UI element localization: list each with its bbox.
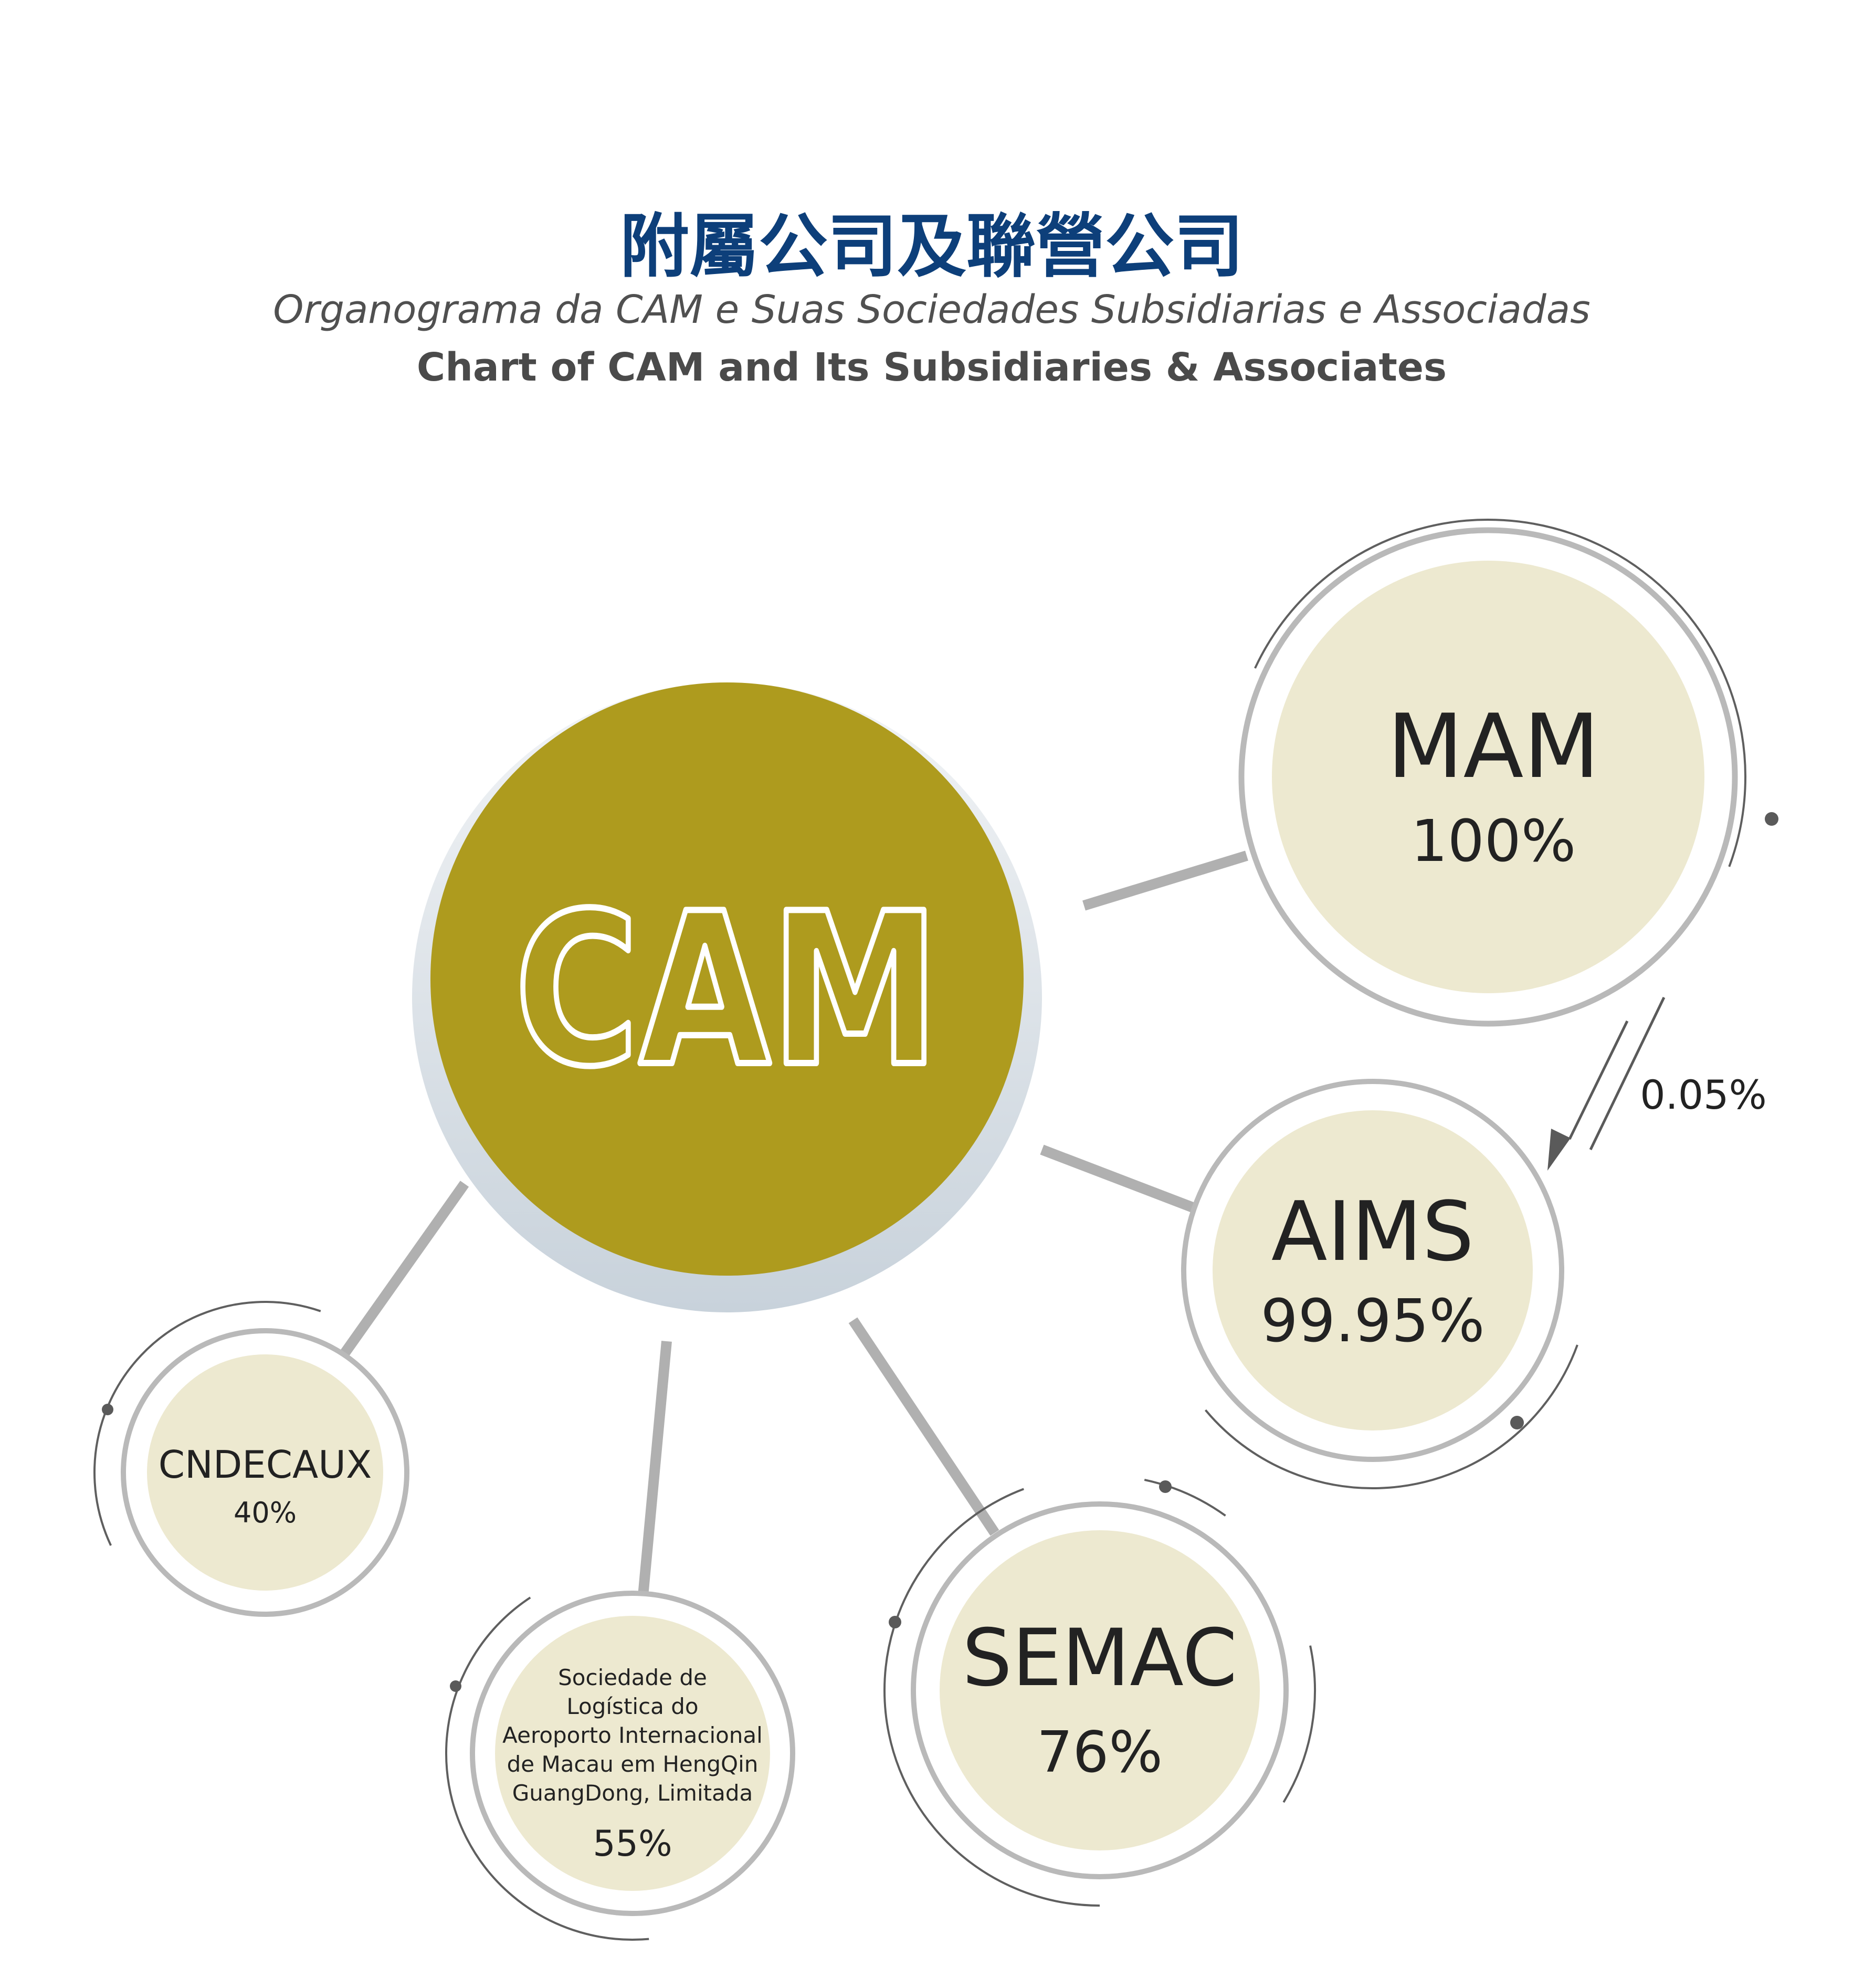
- node-mam: MAM 100%: [1230, 519, 1778, 1035]
- edge-label-mam-aims: 0.05%: [1640, 1071, 1766, 1118]
- node-semac: SEMAC 76%: [883, 1474, 1316, 1907]
- node-hengqin-percent: 55%: [593, 1823, 672, 1865]
- title-zh: 附屬公司及聯營公司: [620, 206, 1244, 287]
- node-cam: CAM: [412, 682, 1042, 1312]
- node-hengqin-name-line-3: Aeroporto Internacional: [502, 1722, 763, 1748]
- title-en: Chart of CAM and Its Subsidiaries & Asso…: [417, 345, 1447, 390]
- edge-cam-cndecaux: [339, 1181, 469, 1358]
- edge-cam-mam: [1082, 850, 1248, 911]
- node-hengqin-name-line-1: Sociedade de: [558, 1665, 707, 1690]
- node-aims-name: AIMS: [1271, 1184, 1474, 1279]
- edge-mam-aims: 0.05%: [1547, 996, 1767, 1171]
- node-mam-percent: 100%: [1411, 807, 1576, 875]
- arrowhead-icon: [1547, 1129, 1571, 1171]
- title-pt: Organograma da CAM e Suas Sociedades Sub…: [273, 287, 1590, 332]
- node-aims-percent: 99.95%: [1260, 1287, 1484, 1355]
- node-semac-percent: 76%: [1037, 1720, 1163, 1785]
- node-cndecaux-name: CNDECAUX: [159, 1443, 372, 1487]
- node-mam-name: MAM: [1387, 695, 1600, 798]
- edge-cam-aims: [1040, 1144, 1202, 1215]
- node-hengqin-name-line-5: GuangDong, Limitada: [512, 1780, 753, 1806]
- node-semac-name: SEMAC: [962, 1613, 1237, 1704]
- node-hengqin-name-line-4: de Macau em HengQin: [507, 1751, 759, 1777]
- node-cndecaux: CNDECAUX 40%: [93, 1301, 437, 1645]
- node-aims: AIMS 99.95%: [1154, 1051, 1592, 1489]
- edge-cam-semac: [848, 1317, 999, 1536]
- node-hengqin-name-line-2: Logística do: [566, 1694, 698, 1719]
- node-cndecaux-percent: 40%: [234, 1496, 297, 1529]
- connectors: [339, 850, 1248, 1596]
- node-hengqin: Sociedade de Logística do Aeroporto Inte…: [445, 1566, 820, 1941]
- edge-cam-hengqin: [638, 1341, 672, 1596]
- node-cam-name: CAM: [514, 869, 940, 1113]
